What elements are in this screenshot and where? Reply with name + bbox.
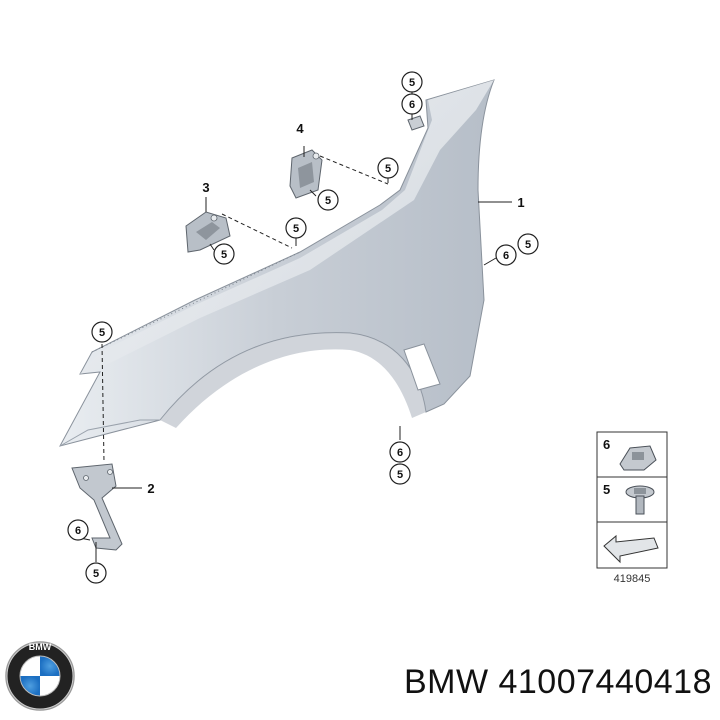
svg-text:5: 5 [221, 249, 227, 261]
callout-screw: 5 [91, 321, 113, 343]
svg-text:5: 5 [99, 327, 105, 339]
callout-screw: 5 [317, 189, 339, 211]
clip-nut-top [407, 115, 425, 131]
svg-text:5: 5 [293, 223, 299, 235]
svg-text:6: 6 [397, 447, 403, 459]
svg-text:5: 5 [525, 239, 531, 251]
svg-text:5: 5 [385, 163, 391, 175]
callout-screw: 5 [389, 463, 411, 485]
svg-text:5: 5 [409, 77, 415, 89]
callout-clip-nut: 6 [401, 93, 423, 115]
fender-panel [59, 79, 495, 447]
drawing-number: 419845 [614, 573, 651, 585]
hardware-legend: 6 5 419845 [596, 431, 668, 585]
bracket-3 [185, 211, 231, 253]
bmw-logo-text: BMW [29, 642, 52, 652]
callout-clip-nut: 6 [389, 441, 411, 463]
svg-text:5: 5 [93, 568, 99, 580]
svg-text:6: 6 [75, 525, 81, 537]
fender-cutout [403, 343, 441, 391]
brand-name: BMW [403, 663, 489, 701]
leader-lines [79, 90, 512, 562]
part-number: 41007440418 [498, 663, 712, 701]
callout-screw: 5 [285, 217, 307, 239]
bracket-4 [289, 149, 323, 199]
ref-bracket-3: 3 [202, 180, 209, 195]
svg-text:5: 5 [397, 469, 403, 481]
bracket-2 [71, 463, 123, 551]
callout-clip-nut: 6 [495, 244, 517, 266]
arrow-icon [603, 534, 659, 564]
callout-screw: 5 [517, 233, 539, 255]
screw-icon [625, 485, 655, 515]
callout-clip-nut: 6 [67, 519, 89, 541]
ref-bracket-2: 2 [147, 481, 154, 496]
callout-screw: 5 [85, 562, 107, 584]
legend-number-6: 6 [603, 437, 610, 452]
callout-screw: 5 [213, 243, 235, 265]
legend-number-5: 5 [603, 482, 610, 497]
ref-fender: 1 [517, 195, 524, 210]
svg-text:6: 6 [409, 99, 415, 111]
callout-screw: 5 [401, 71, 423, 93]
svg-text:5: 5 [325, 195, 331, 207]
ref-bracket-4: 4 [296, 121, 304, 136]
clip-nut-icon [619, 445, 657, 471]
callout-screw: 5 [377, 157, 399, 179]
bmw-logo: BMW [5, 641, 75, 711]
svg-text:6: 6 [503, 250, 509, 262]
footer-part-title: BMW 41007440418 [404, 663, 712, 702]
